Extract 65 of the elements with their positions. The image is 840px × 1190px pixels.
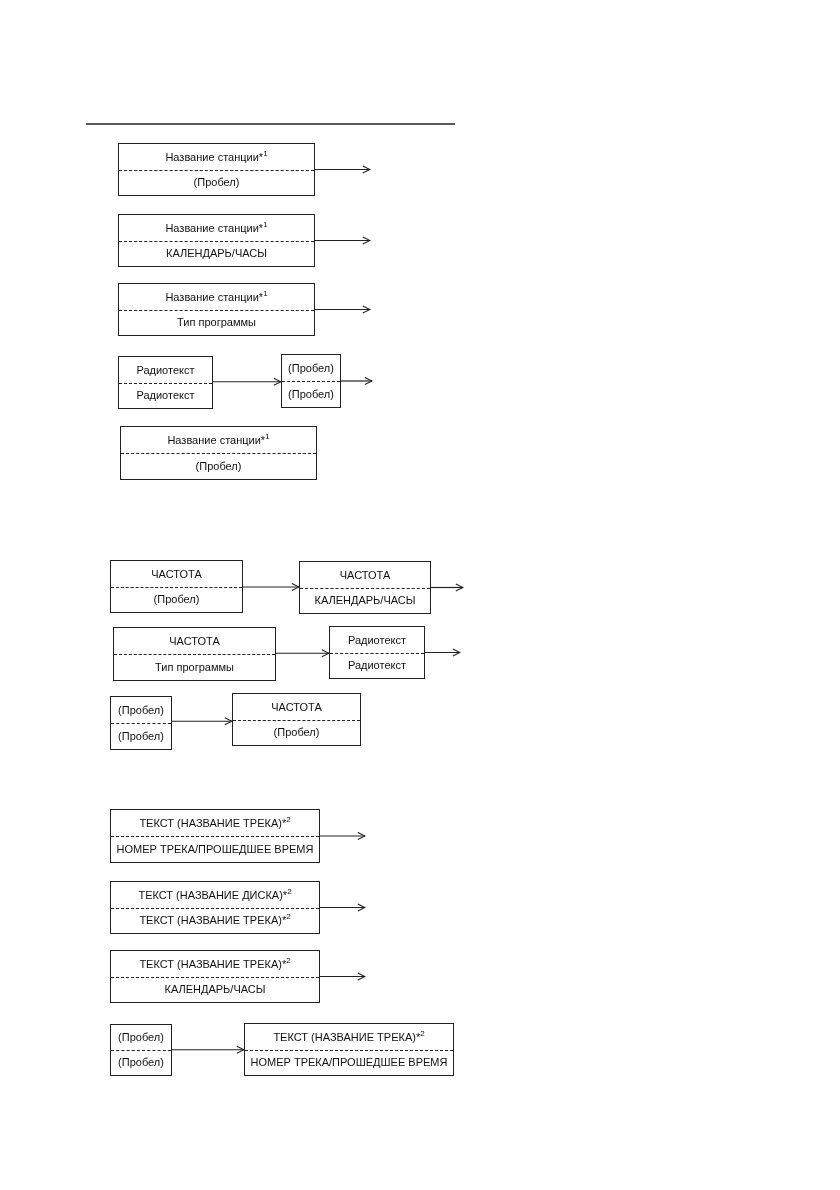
display-text: ЧАСТОТА <box>271 700 322 713</box>
arrow <box>319 903 366 912</box>
display-text: ТЕКСТ (НАЗВАНИЕ ТРЕКА)*$^{2}$ <box>273 1030 425 1043</box>
display-text: Тип программы <box>155 660 234 674</box>
display-text: КАЛЕНДАРЬ/ЧАСЫ <box>314 594 416 607</box>
arrow <box>242 582 300 592</box>
display-text: Радиотекст <box>347 633 406 646</box>
display-text: (Пробел) <box>288 361 334 375</box>
arrow <box>212 377 282 386</box>
display-text: (Пробел) <box>118 1056 164 1069</box>
display-text: Название станции*$^{1}$ <box>165 221 268 234</box>
display-text: ЧАСТОТА <box>169 634 220 648</box>
display-box <box>329 626 425 679</box>
display-text: Название станции*$^{1}$ <box>167 433 270 447</box>
display-box <box>118 356 213 409</box>
display-text: Тип программы <box>177 316 256 329</box>
display-text: КАЛЕНДАРЬ/ЧАСЫ <box>164 983 266 996</box>
arrow <box>314 236 371 245</box>
display-text: Радиотекст <box>347 659 406 672</box>
display-text: Радиотекст <box>136 363 195 376</box>
arrow <box>275 649 330 658</box>
display-text: Радиотекст <box>136 389 195 402</box>
display-text: (Пробел) <box>195 459 242 473</box>
display-text: (Пробел) <box>118 729 164 743</box>
display-text: (Пробел) <box>118 1031 164 1044</box>
display-box <box>110 560 243 613</box>
arrow <box>430 583 464 592</box>
display-box <box>110 950 320 1003</box>
display-text: ТЕКСТ (НАЗВАНИЕ ТРЕКА)*$^{2}$ <box>139 816 291 830</box>
arrow <box>424 648 461 657</box>
arrow <box>319 972 366 981</box>
display-box <box>110 881 320 934</box>
arrow <box>171 717 233 726</box>
display-box <box>118 214 315 267</box>
display-text: (Пробел) <box>288 387 334 401</box>
display-box <box>232 693 361 746</box>
arrow <box>314 165 371 174</box>
display-text: ТЕКСТ (НАЗВАНИЕ ТРЕКА)*$^{2}$ <box>139 914 291 927</box>
display-box <box>120 426 317 480</box>
display-text: ТЕКСТ (НАЗВАНИЕ ДИСКА)*$^{2}$ <box>138 888 292 901</box>
display-text: ЧАСТОТА <box>339 568 391 581</box>
display-text: НОМЕР ТРЕКА/ПРОШЕДШЕЕ ВРЕМЯ <box>116 842 314 856</box>
display-box <box>281 354 341 408</box>
display-text: (Пробел) <box>118 703 164 717</box>
display-text: Название станции*$^{1}$ <box>165 290 268 303</box>
arrow <box>171 1045 245 1054</box>
display-box <box>113 627 276 681</box>
display-box <box>118 283 315 336</box>
arrow <box>314 305 371 314</box>
display-box <box>244 1023 454 1076</box>
display-box <box>110 696 172 750</box>
display-box <box>110 1024 172 1076</box>
display-text: (Пробел) <box>193 176 240 189</box>
display-text: ТЕКСТ (НАЗВАНИЕ ТРЕКА)*$^{2}$ <box>139 957 291 970</box>
display-text: КАЛЕНДАРЬ/ЧАСЫ <box>166 247 267 260</box>
display-text: (Пробел) <box>273 726 320 739</box>
display-box <box>299 561 431 614</box>
display-box <box>110 809 320 863</box>
arrow <box>319 831 366 841</box>
display-text: Название станции*$^{1}$ <box>165 150 268 163</box>
display-text: (Пробел) <box>153 593 200 606</box>
arrow <box>340 376 373 386</box>
display-text: НОМЕР ТРЕКА/ПРОШЕДШЕЕ ВРЕМЯ <box>250 1056 448 1069</box>
display-text: ЧАСТОТА <box>151 567 202 580</box>
display-box <box>118 143 315 196</box>
